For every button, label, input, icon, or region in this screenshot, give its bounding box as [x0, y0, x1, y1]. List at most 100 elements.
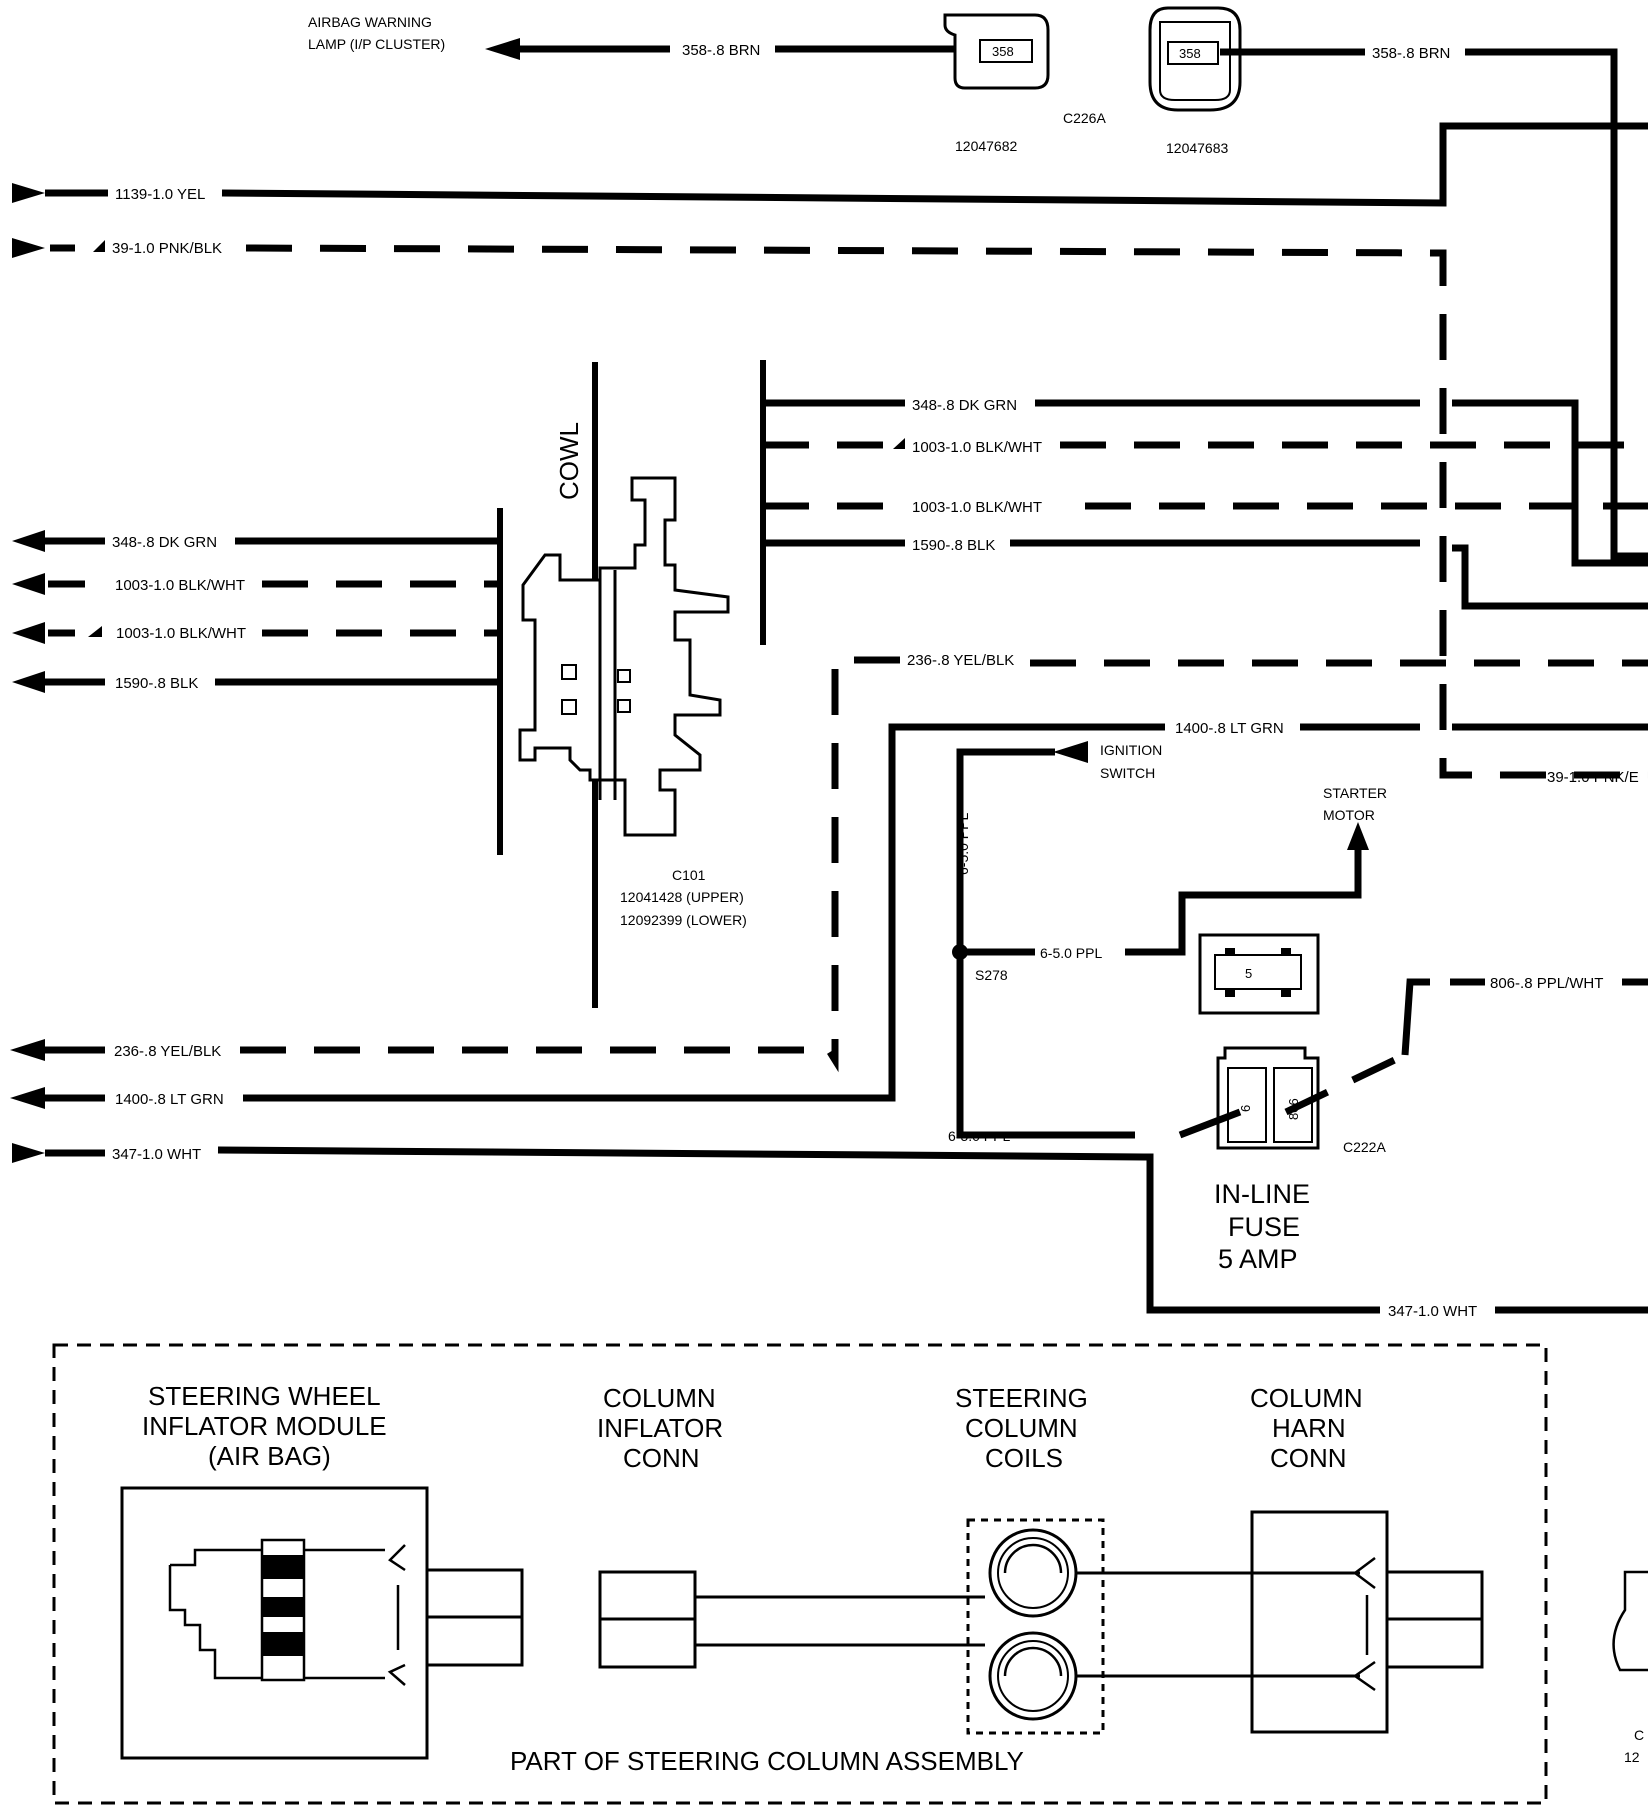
wire-39-group: 39-1.0 PNK/BLK 39-1.0 PNK/E: [12, 238, 1648, 786]
edge-text: 12: [1624, 1749, 1640, 1765]
wire-358: [1465, 48, 1648, 560]
wire-label-236: 236-.8 YEL/BLK: [114, 1043, 221, 1060]
fuse-pin: 5: [1245, 966, 1252, 981]
arrow-right-icon: [12, 1143, 45, 1163]
arrow-left-icon: [10, 1087, 45, 1109]
airbag-connector-icon: [168, 1548, 385, 1680]
wire-1139: [221, 122, 1648, 207]
wire-label-39: 39-1.0 PNK/E: [1547, 769, 1639, 786]
arrow-up-icon: [1347, 822, 1369, 850]
wire-236-group: 236-.8 YEL/BLK 236-.8 YEL/BLK: [10, 652, 1648, 1073]
wire-6-ppl: [956, 748, 1135, 1139]
right-wires: 348-.8 DK GRN 1003-1.0 BLK/WHT 1003-1.0 …: [763, 397, 1648, 610]
pin-358: 358: [992, 44, 1014, 59]
ignition-switch-label: IGNITION: [1100, 742, 1162, 758]
part-number: 12092399 (LOWER): [620, 912, 747, 928]
wire-39: [245, 244, 1648, 779]
arrow-left-icon: [12, 530, 45, 552]
steering-column-assembly: STEERING WHEEL INFLATOR MODULE (AIR BAG)…: [52, 1343, 1548, 1805]
connector-label-c226a: C226A: [1063, 110, 1106, 126]
coil-icon: [988, 1528, 1078, 1618]
arrow-left-icon: [1053, 741, 1088, 763]
component-label: HARN: [1272, 1413, 1346, 1443]
airbag-warning-label: LAMP (I/P CLUSTER): [308, 36, 445, 52]
assembly-label: PART OF STEERING COLUMN ASSEMBLY: [510, 1746, 1024, 1776]
component-label: COLUMN: [965, 1413, 1078, 1443]
part-number: 12047682: [955, 138, 1018, 154]
starter-motor-label: MOTOR: [1323, 807, 1375, 823]
wire-label-236: 236-.8 YEL/BLK: [907, 652, 1014, 669]
wire-label-1400: 1400-.8 LT GRN: [1175, 720, 1284, 737]
wire-347-group: 347-1.0 WHT 347-1.0 WHT: [12, 1143, 1648, 1320]
wire-347: [217, 1146, 1380, 1314]
connector-label-c101: C101: [672, 867, 706, 883]
wire-806: [1284, 1051, 1407, 1116]
airbag-lamp-circuit: AIRBAG WARNING LAMP (I/P CLUSTER) 358-.8…: [308, 6, 1648, 560]
component-label: CONN: [623, 1443, 700, 1473]
wire-label-1003: 1003-1.0 BLK/WHT: [912, 499, 1042, 516]
component-label: STEERING: [955, 1383, 1088, 1413]
arrow-right-icon: [12, 183, 45, 203]
wire-label-348: 348-.8 DK GRN: [912, 397, 1017, 414]
left-wires: 348-.8 DK GRN 1003-1.0 BLK/WHT 1003-1.0 …: [12, 530, 500, 693]
wire-label-806: 806-.8 PPL/WHT: [1490, 975, 1603, 992]
starter-motor-label: STARTER: [1323, 785, 1387, 801]
wire-label-347: 347-1.0 WHT: [112, 1146, 201, 1163]
pin-6: 6: [1238, 1105, 1253, 1112]
wire-label-39: 39-1.0 PNK/BLK: [112, 240, 222, 257]
wire-348: [1452, 399, 1648, 567]
ignition-switch-label: SWITCH: [1100, 765, 1155, 781]
assembly-border: [52, 1343, 1548, 1805]
splice-label-s278: S278: [975, 967, 1008, 983]
edge-text: C: [1634, 1727, 1644, 1743]
wire-label-347: 347-1.0 WHT: [1388, 1303, 1477, 1320]
coils-box: [966, 1518, 1105, 1735]
wire-label-1139: 1139-1.0 YEL: [115, 186, 205, 203]
wire-label-1003: 1003-1.0 BLK/WHT: [912, 439, 1042, 456]
arrow-left-icon: [12, 622, 45, 644]
cowl-label: COWL: [554, 422, 584, 500]
wire-236: [827, 656, 900, 1073]
wire-label-358: 358-.8 BRN: [1372, 45, 1450, 62]
wire-label-1003: 1003-1.0 BLK/WHT: [116, 625, 246, 642]
connector-label-c222a: C222A: [1343, 1139, 1386, 1155]
arrow-left-icon: [12, 573, 45, 595]
arrow-right-icon: [12, 238, 45, 258]
coil-icon: [988, 1631, 1078, 1721]
wire-1139-group: 1139-1.0 YEL: [12, 122, 1648, 207]
c101-connector: [518, 476, 730, 837]
airbag-warning-label: AIRBAG WARNING: [308, 14, 432, 30]
component-label: INFLATOR: [597, 1413, 723, 1443]
ignition-fuse-circuit: IGNITION SWITCH 6-5.0 PPL S278 6-5.0 PPL…: [948, 741, 1648, 1274]
component-label: CONN: [1270, 1443, 1347, 1473]
component-label: COLUMN: [1250, 1383, 1363, 1413]
pin-358: 358: [1179, 46, 1201, 61]
component-label: COILS: [985, 1443, 1063, 1473]
component-label: INFLATOR MODULE: [142, 1411, 387, 1441]
inline-fuse-label: FUSE: [1228, 1212, 1300, 1242]
part-number: 12047683: [1166, 140, 1229, 156]
wire-1590: [1452, 544, 1648, 610]
wire-label-348: 348-.8 DK GRN: [112, 534, 217, 551]
wire-1400-group: 1400-.8 LT GRN 1400-.8 LT GRN: [10, 720, 1648, 1109]
wire-label-358: 358-.8 BRN: [682, 42, 760, 59]
wire-label-1590: 1590-.8 BLK: [912, 537, 995, 554]
component-label: STEERING WHEEL: [148, 1381, 381, 1411]
edge-fragment: C 12: [1612, 1570, 1648, 1765]
wire-label-6: 6-5.0 PPL: [948, 1128, 1010, 1144]
part-number: 12041428 (UPPER): [620, 889, 744, 905]
wire-1400: [243, 723, 1165, 1102]
wire-label-6: 6-5.0 PPL: [1040, 945, 1102, 961]
wire-label-1590: 1590-.8 BLK: [115, 675, 198, 692]
wire-6-starter: [1125, 845, 1362, 956]
wire-label-6: 6-5.0 PPL: [955, 813, 971, 875]
wire-label-1400: 1400-.8 LT GRN: [115, 1091, 224, 1108]
component-label: (AIR BAG): [208, 1441, 331, 1471]
inline-fuse-label: 5 AMP: [1218, 1244, 1298, 1274]
inline-fuse-label: IN-LINE: [1214, 1179, 1310, 1209]
arrow-left-icon: [485, 38, 520, 60]
arrow-left-icon: [10, 1039, 45, 1061]
component-label: COLUMN: [603, 1383, 716, 1413]
cowl-c101: COWL C101 12041428 (UPPER) 12092399 (LOW…: [497, 360, 766, 1008]
